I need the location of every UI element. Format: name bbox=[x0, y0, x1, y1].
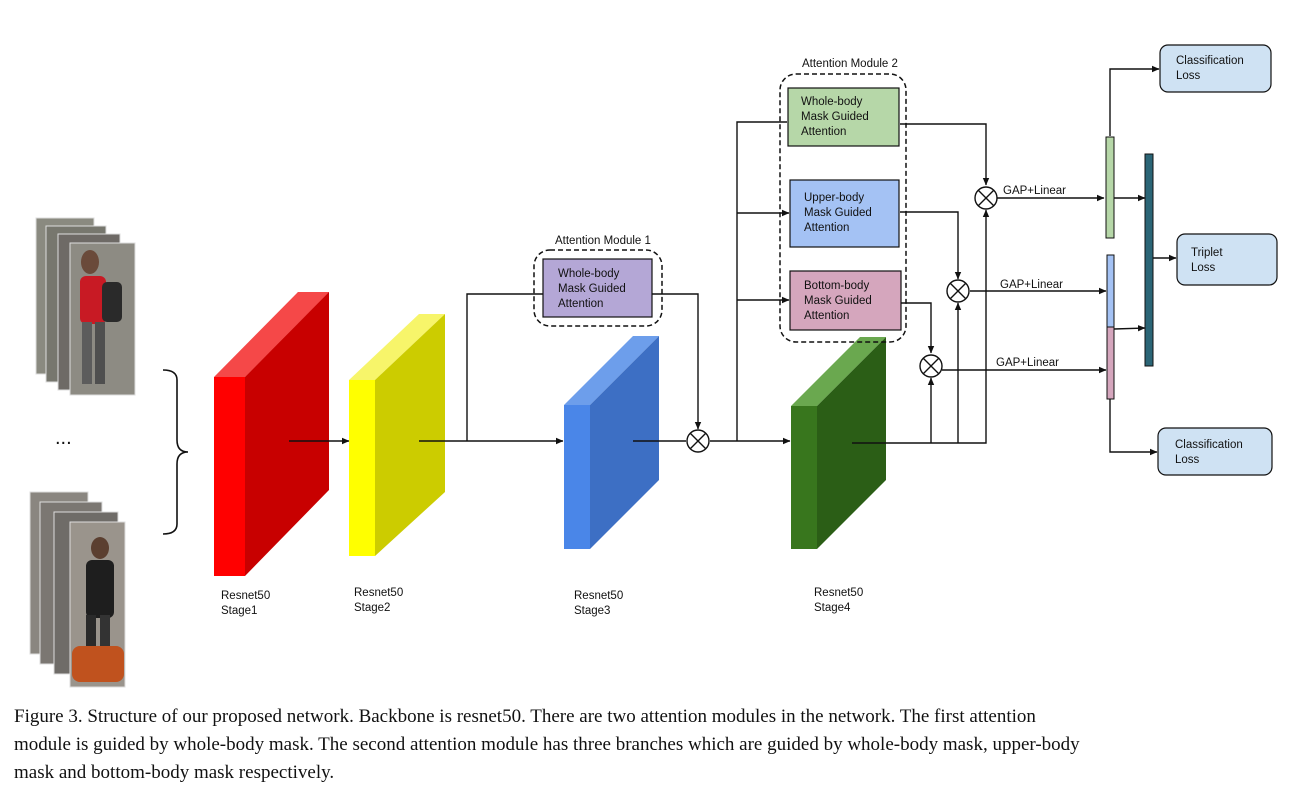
attention-module-1-boundary bbox=[533, 249, 663, 327]
figure-caption: Figure 3. Structure of our proposed netw… bbox=[14, 703, 1289, 787]
triplet-loss-line2: Loss bbox=[1191, 262, 1216, 274]
classification-loss-bottom-line2: Loss bbox=[1175, 454, 1200, 466]
feature-vector-whole bbox=[1105, 136, 1115, 239]
stage4-label: Resnet50 bbox=[814, 587, 863, 599]
multiply-node-upper bbox=[946, 279, 970, 303]
am2-bottom-line1: Bottom-body bbox=[804, 280, 869, 292]
classification-loss-top-box bbox=[1159, 44, 1272, 93]
am2-upper-line3: Attention bbox=[804, 222, 849, 234]
gap-linear-label-whole: GAP+Linear bbox=[1003, 185, 1066, 197]
am2-bottom-line2: Mask Guided bbox=[804, 295, 872, 307]
input-images-top bbox=[35, 217, 136, 396]
am1-box-line1: Whole-body bbox=[558, 268, 620, 280]
am2-whole-line1: Whole-body bbox=[801, 96, 863, 108]
am1-box-line2: Mask Guided bbox=[558, 283, 626, 295]
gap-linear-label-bottom: GAP+Linear bbox=[996, 357, 1059, 369]
attention-module-2-title: Attention Module 2 bbox=[802, 58, 898, 70]
gap-linear-label-upper: GAP+Linear bbox=[1000, 279, 1063, 291]
caption-line-3: mask and bottom-body mask respectively. bbox=[14, 762, 335, 783]
am2-whole-line3: Attention bbox=[801, 126, 846, 138]
concatenated-feature-bar bbox=[1144, 153, 1154, 367]
classification-loss-top-line1: Classification bbox=[1176, 55, 1244, 67]
am2-whole-body-box bbox=[787, 87, 900, 147]
feature-vector-bottom bbox=[1106, 326, 1115, 400]
stage4-sublabel: Stage4 bbox=[814, 602, 851, 614]
multiply-node-whole bbox=[974, 186, 998, 210]
caption-line-1: Figure 3. Structure of our proposed netw… bbox=[14, 706, 1036, 727]
triplet-loss-box bbox=[1176, 233, 1278, 286]
ellipsis-text: ... bbox=[55, 427, 72, 449]
attention-module-1-title: Attention Module 1 bbox=[555, 235, 651, 247]
am2-upper-body-box bbox=[789, 179, 900, 248]
am2-upper-line2: Mask Guided bbox=[804, 207, 872, 219]
am1-box-line3: Attention bbox=[558, 298, 603, 310]
multiply-node-stage3 bbox=[686, 429, 710, 453]
triplet-loss-line1: Triplet bbox=[1191, 247, 1223, 259]
stage1-sublabel: Stage1 bbox=[221, 605, 257, 617]
classification-loss-top-line2: Loss bbox=[1176, 70, 1201, 82]
am2-bottom-line3: Attention bbox=[804, 310, 849, 322]
stage4-block bbox=[791, 337, 886, 549]
stage1-block bbox=[214, 292, 329, 576]
am2-bottom-body-box bbox=[789, 270, 902, 331]
am2-upper-line1: Upper-body bbox=[804, 192, 864, 204]
input-images-bottom bbox=[29, 491, 126, 688]
stage3-block bbox=[564, 336, 659, 549]
stage1-label: Resnet50 bbox=[221, 590, 270, 602]
stage3-sublabel: Stage3 bbox=[574, 605, 610, 617]
classification-loss-bottom-line1: Classification bbox=[1175, 439, 1243, 451]
stage2-block bbox=[349, 314, 445, 556]
stage3-label: Resnet50 bbox=[574, 590, 623, 602]
am2-whole-line2: Mask Guided bbox=[801, 111, 869, 123]
stage2-label: Resnet50 bbox=[354, 587, 403, 599]
backbone-connectors bbox=[289, 65, 1177, 456]
classification-loss-bottom-box bbox=[1157, 427, 1273, 476]
am1-whole-body-box bbox=[542, 258, 653, 318]
stage2-sublabel: Stage2 bbox=[354, 602, 390, 614]
caption-line-2: module is guided by whole-body mask. The… bbox=[14, 734, 1080, 755]
feature-vector-upper bbox=[1106, 254, 1115, 328]
input-brace bbox=[162, 369, 189, 535]
multiply-node-bottom bbox=[919, 354, 943, 378]
attention-module-2-boundary bbox=[779, 73, 907, 343]
